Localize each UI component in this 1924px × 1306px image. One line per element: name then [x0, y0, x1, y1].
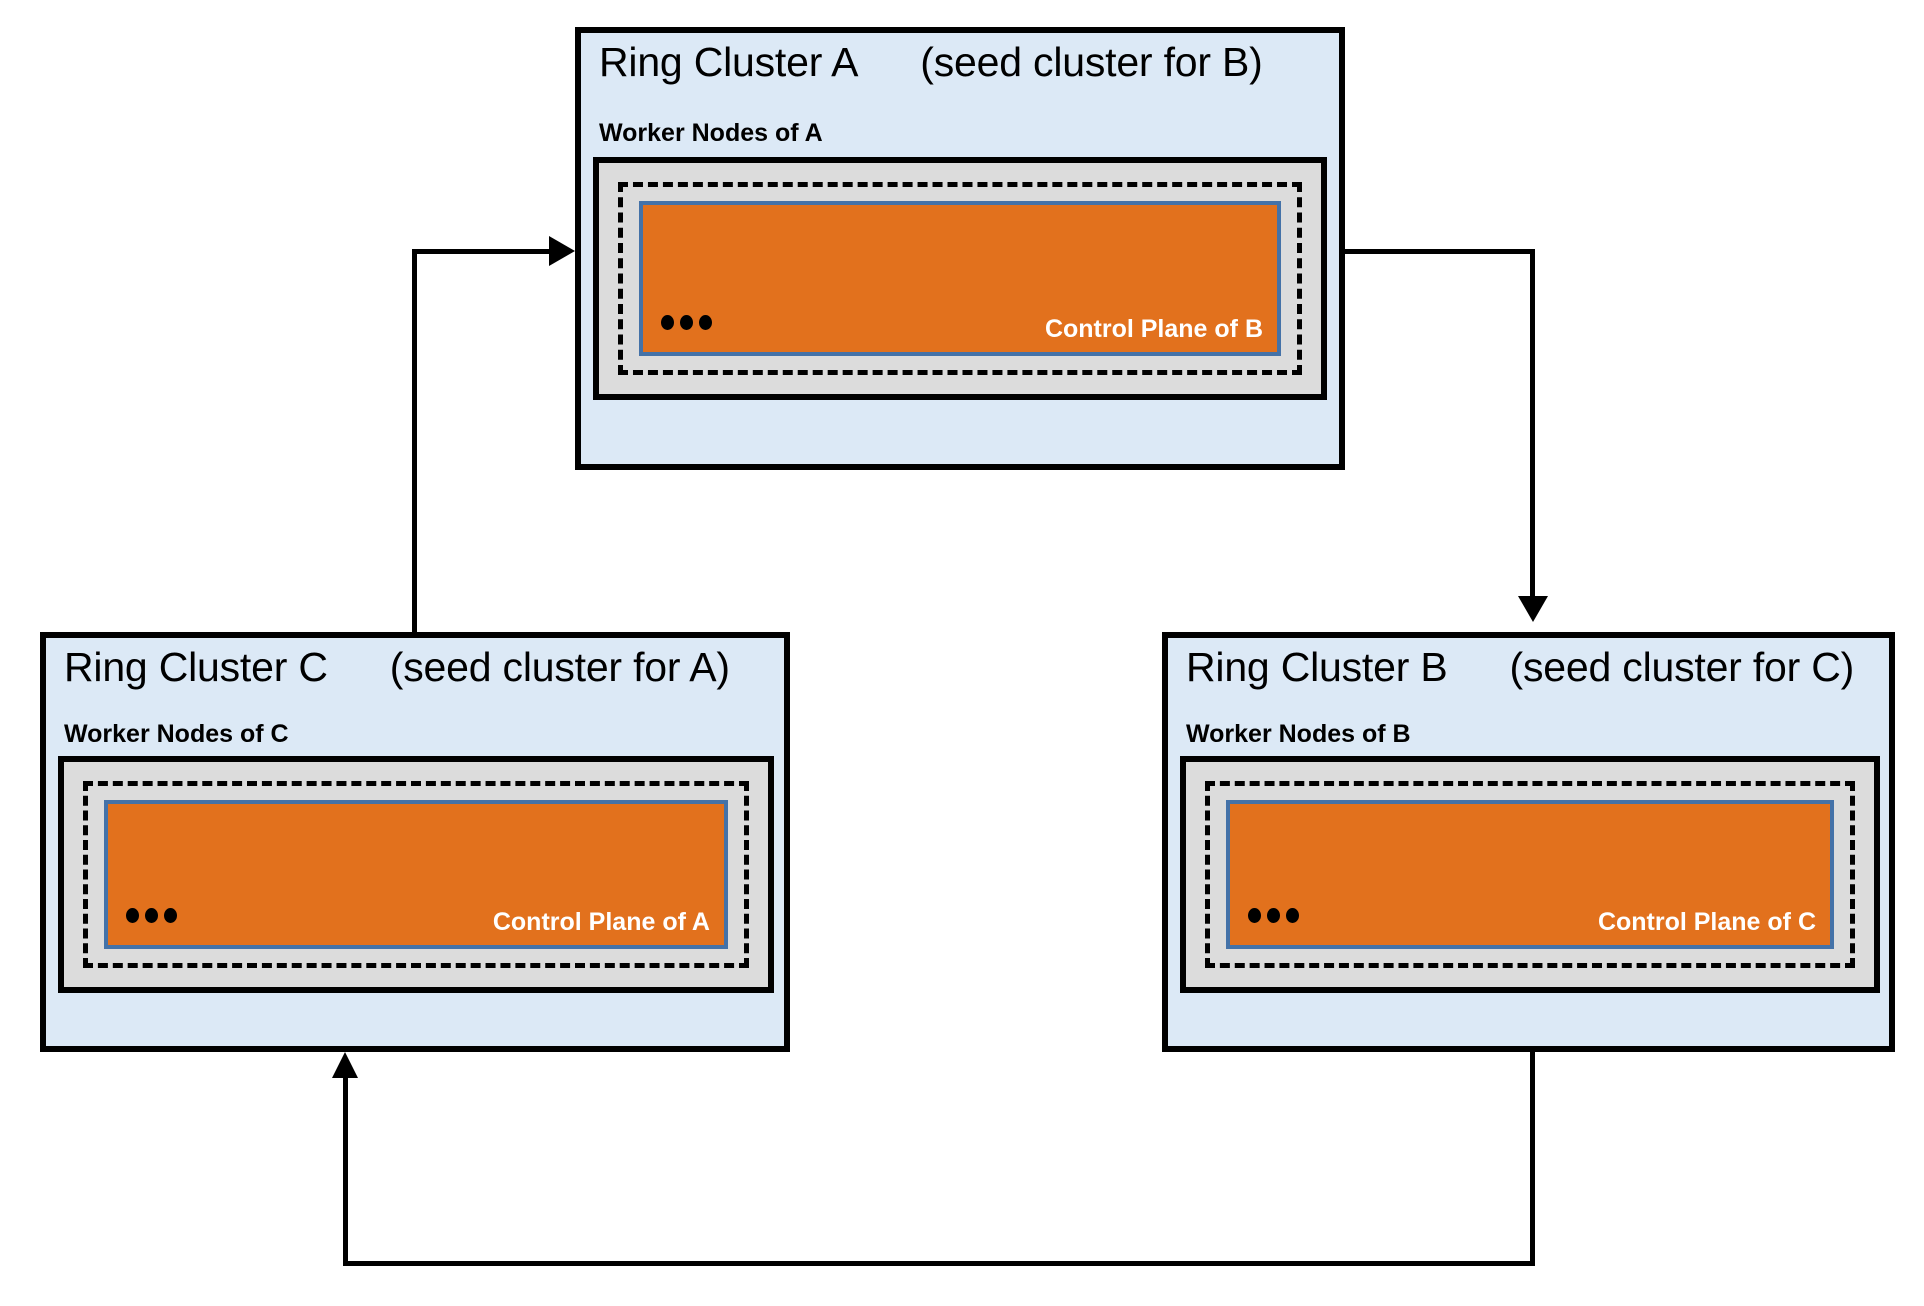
cluster-c-seed-note: (seed cluster for A)	[389, 644, 730, 690]
cluster-b-node-boundary: Control Plane of C	[1205, 781, 1855, 968]
connector-b-to-c-vertical-left	[343, 1078, 348, 1264]
arrowhead-into-cluster-c	[332, 1052, 358, 1078]
cluster-a-worker-box: Control Plane of B	[593, 157, 1327, 400]
arrowhead-into-cluster-b	[1518, 596, 1548, 622]
connector-a-to-b-horizontal	[1345, 249, 1535, 254]
cluster-c-title: Ring Cluster C (seed cluster for A)	[64, 644, 730, 691]
connector-c-to-a-vertical	[412, 249, 417, 634]
cluster-a-ellipsis-dots	[661, 315, 712, 330]
cluster-a-control-plane-label: Control Plane of B	[1044, 315, 1263, 343]
cluster-a-title: Ring Cluster A (seed cluster for B)	[599, 39, 1263, 86]
cluster-c-worker-box: Control Plane of A	[58, 756, 774, 993]
cluster-b[interactable]: Ring Cluster B (seed cluster for C) Worke…	[1162, 632, 1895, 1052]
connector-c-to-a-horizontal	[412, 249, 552, 254]
cluster-a-seed-note: (seed cluster for B)	[920, 39, 1263, 85]
cluster-a-node-boundary: Control Plane of B	[618, 182, 1302, 375]
cluster-a-worker-label: Worker Nodes of A	[599, 119, 823, 147]
cluster-b-title: Ring Cluster B (seed cluster for C)	[1186, 644, 1854, 691]
cluster-a[interactable]: Ring Cluster A (seed cluster for B) Worke…	[575, 27, 1345, 470]
cluster-c-node-boundary: Control Plane of A	[83, 781, 749, 968]
cluster-c-name: Ring Cluster C	[64, 644, 328, 690]
cluster-b-worker-label: Worker Nodes of B	[1186, 720, 1411, 748]
cluster-b-ellipsis-dots	[1248, 908, 1299, 923]
cluster-c-ellipsis-dots	[126, 908, 177, 923]
arrowhead-into-cluster-a	[549, 236, 575, 266]
cluster-a-control-plane[interactable]: Control Plane of B	[639, 201, 1281, 356]
cluster-a-name: Ring Cluster A	[599, 39, 859, 85]
connector-a-to-b-vertical	[1530, 249, 1535, 599]
cluster-b-seed-note: (seed cluster for C)	[1509, 644, 1855, 690]
cluster-b-name: Ring Cluster B	[1186, 644, 1448, 690]
cluster-c-control-plane[interactable]: Control Plane of A	[104, 800, 728, 949]
cluster-b-control-plane-label: Control Plane of C	[1597, 908, 1816, 936]
connector-b-to-c-horizontal	[343, 1261, 1535, 1266]
cluster-c[interactable]: Ring Cluster C (seed cluster for A) Worke…	[40, 632, 790, 1052]
cluster-c-control-plane-label: Control Plane of A	[492, 908, 710, 936]
connector-b-to-c-vertical-right	[1530, 1052, 1535, 1265]
cluster-b-worker-box: Control Plane of C	[1180, 756, 1880, 993]
cluster-b-control-plane[interactable]: Control Plane of C	[1226, 800, 1834, 949]
cluster-c-worker-label: Worker Nodes of C	[64, 720, 289, 748]
